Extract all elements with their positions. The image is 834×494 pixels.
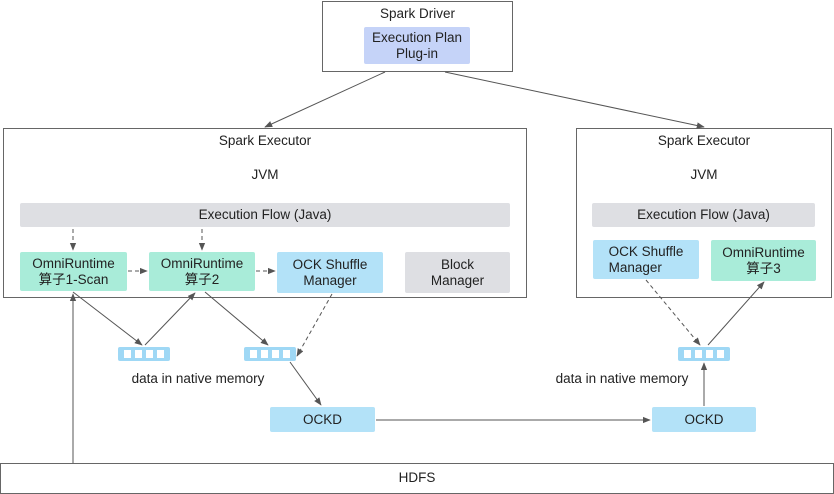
ock-shuffle-manager-right-line2: Manager (608, 259, 662, 275)
omniruntime-op3-line2: 算子3 (746, 260, 781, 276)
jvm-left-label: JVM (251, 167, 279, 182)
op2-to-memory-b-arrow (204, 291, 269, 346)
spark-executor-left-title: Spark Executor (218, 133, 312, 148)
omniruntime-op1-line1: OmniRuntime (32, 255, 115, 271)
block-manager-line2: Manager (430, 272, 485, 288)
hdfs-label: HDFS (398, 470, 436, 485)
memory-to-ockd-left-arrow (289, 361, 322, 406)
omniruntime-op3-line1: OmniRuntime (722, 244, 805, 260)
block-manager-line1: Block (440, 256, 474, 272)
ockd-right: OCKD (652, 407, 756, 432)
omniruntime-op2: OmniRuntime 算子2 (149, 252, 255, 291)
omniruntime-op1-scan: OmniRuntime 算子1-Scan (20, 252, 127, 291)
ockd-left: OCKD (270, 407, 375, 432)
execution-plan-plugin-line1: Execution Plan (371, 29, 463, 45)
native-memory-block-left-b (244, 347, 296, 361)
op1-to-memory-arrow (72, 291, 143, 346)
native-memory-label-left: data in native memory (131, 371, 265, 386)
execution-flow-right: Execution Flow (Java) (592, 203, 815, 227)
ock-shuffle-manager-left: OCK Shuffle Manager (277, 252, 383, 293)
spark-driver-title: Spark Driver (379, 6, 455, 21)
omniruntime-op2-line1: OmniRuntime (160, 255, 244, 271)
native-memory-block-left-a (118, 347, 170, 361)
omniruntime-op3: OmniRuntime 算子3 (711, 240, 816, 281)
omniruntime-op2-line2: 算子2 (184, 271, 220, 287)
block-manager: Block Manager (405, 252, 510, 293)
driver-to-right-executor-arrow (444, 71, 705, 129)
execution-flow-left: Execution Flow (Java) (20, 203, 510, 227)
memory-to-op3-arrow (707, 281, 765, 346)
omniruntime-op1-line2: 算子1-Scan (38, 271, 109, 287)
ock-shuffle-manager-right-line1: OCK Shuffle (608, 243, 684, 259)
ock-shuffle-manager-left-line2: Manager (303, 272, 357, 288)
execution-plan-plugin-line2: Plug-in (395, 45, 439, 61)
ock-shuffle-manager-right: OCK Shuffle Manager (593, 240, 699, 279)
native-memory-label-right: data in native memory (555, 371, 689, 386)
right-shuffle-to-memory-arrow (645, 279, 701, 346)
spark-executor-right-title: Spark Executor (657, 133, 751, 148)
shuffle-to-memory-b-arrow (296, 293, 333, 357)
native-memory-block-right (678, 347, 730, 361)
execution-plan-plugin: Execution Plan Plug-in (364, 27, 470, 64)
ock-shuffle-manager-left-line1: OCK Shuffle (292, 256, 368, 272)
driver-to-left-executor-arrow (264, 71, 386, 128)
jvm-right-label: JVM (690, 167, 718, 182)
memory-to-op2-arrow (144, 292, 196, 346)
